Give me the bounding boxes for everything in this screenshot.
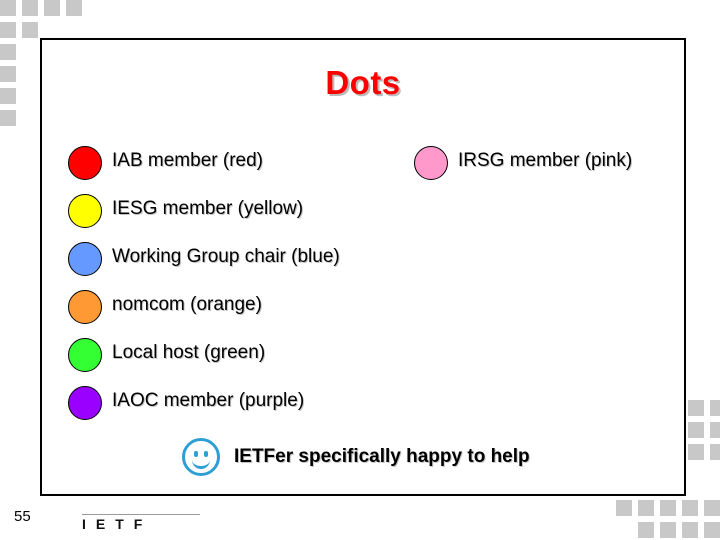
happy-to-help-line: IETFer specifically happy to help [182, 438, 642, 484]
content-frame: Dots IAB member (red) IRSG member (pink)… [40, 38, 686, 532]
list-item: IAOC member (purple) [68, 380, 668, 428]
list-item-label: IESG member (yellow) [112, 198, 304, 219]
list-item: IESG member (yellow) [68, 188, 668, 236]
list-item-label: Local host (green) [112, 342, 266, 363]
ietf-logo-letters: IETF [82, 516, 153, 532]
decorative-checker-top-left [0, 0, 110, 150]
smiley-mouth [192, 454, 210, 469]
legend-list: IAB member (red) IRSG member (pink) IESG… [68, 140, 668, 428]
list-item-label: IAOC member (purple) [112, 390, 305, 411]
list-item: Local host (green) [68, 332, 668, 380]
page-number: 55 [14, 508, 31, 525]
filled-circle-icon [68, 242, 102, 276]
list-item-label: IRSG member (pink) [458, 150, 633, 171]
filled-circle-icon [68, 290, 102, 324]
filled-circle-icon [68, 194, 102, 228]
list-item: nomcom (orange) [68, 284, 668, 332]
ietf-logo: IETF [80, 490, 206, 536]
list-item-label: Working Group chair (blue) [112, 246, 340, 267]
list-item-label: IAB member (red) [112, 150, 263, 171]
list-item: IAB member (red) IRSG member (pink) [68, 140, 668, 188]
filled-circle-icon [68, 338, 102, 372]
decorative-checker-right [688, 400, 720, 460]
ietf-logo-baseline [82, 514, 200, 515]
list-item-label: nomcom (orange) [112, 294, 262, 315]
filled-circle-icon [414, 146, 448, 180]
decorative-checker-bottom [616, 500, 720, 540]
list-item: Working Group chair (blue) [68, 236, 668, 284]
ietf-logo-diamonds [80, 490, 206, 516]
happy-to-help-text: IETFer specifically happy to help [234, 446, 530, 467]
smiley-face-icon [182, 438, 220, 476]
filled-circle-icon [68, 386, 102, 420]
page-title: Dots [325, 64, 401, 101]
filled-circle-icon [68, 146, 102, 180]
